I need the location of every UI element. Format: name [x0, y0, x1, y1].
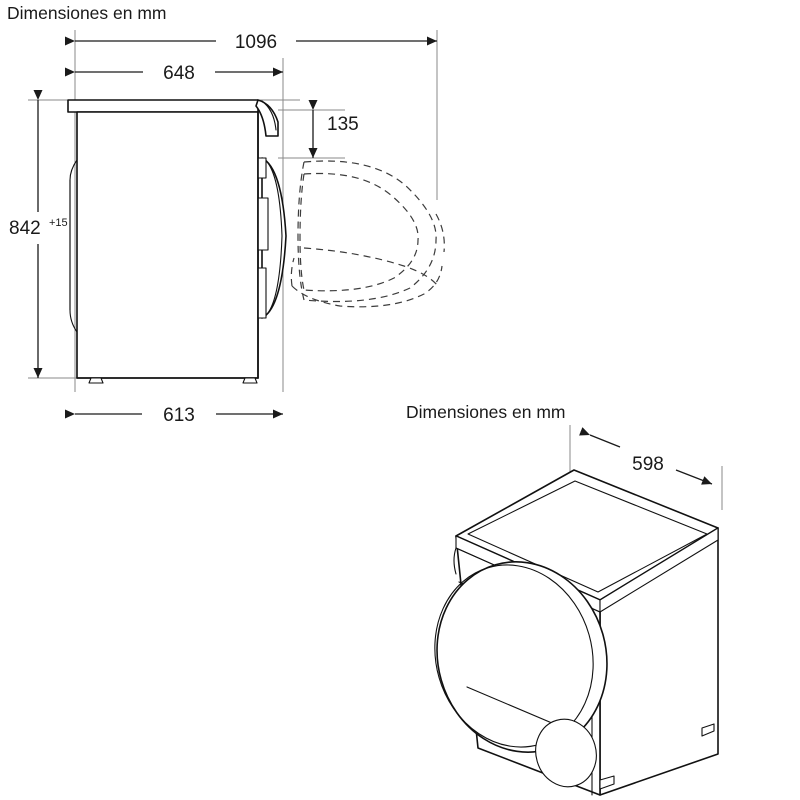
- side-cabinet-body: [76, 111, 259, 379]
- iso-worktop-lip-right: [599, 527, 719, 613]
- dimension-842: 842 +15: [9, 90, 68, 378]
- door-swing-envelope: [290, 160, 445, 308]
- side-door-hinge-top: [257, 157, 267, 179]
- door-swing-lower-tip: [290, 257, 295, 287]
- side-control-panel: [255, 99, 279, 137]
- side-door-latch: [257, 197, 269, 251]
- dimension-598-label: 598: [632, 454, 664, 475]
- iso-foot-rear-right: [701, 723, 715, 737]
- iso-control-panel-left-round: [453, 547, 457, 575]
- side-view-caption: Dimensiones en mm: [7, 3, 167, 23]
- dimension-1096-label: 1096: [235, 32, 277, 53]
- dimension-613: 613: [65, 405, 283, 426]
- side-door-inner-curve: [267, 162, 283, 314]
- dimension-1096: 1096: [65, 32, 437, 53]
- door-swing-inner-upper: [303, 172, 419, 292]
- side-foot-rear: [88, 377, 104, 384]
- side-door-hinge-bottom: [257, 267, 267, 319]
- door-swing-hinge-edge-inner: [299, 173, 305, 291]
- dimension-842-tolerance: +15: [49, 217, 68, 229]
- iso-view-appliance: [434, 469, 719, 796]
- side-foot-front: [242, 377, 258, 384]
- door-swing-outer-upper: [303, 160, 437, 303]
- dimension-842-label: 842: [9, 218, 41, 239]
- iso-foot-front: [599, 775, 615, 790]
- iso-view-caption: Dimensiones en mm: [406, 402, 566, 422]
- side-control-panel-crease: [261, 100, 277, 131]
- side-worktop: [67, 99, 259, 113]
- iso-lint-filter-cap: [535, 718, 597, 788]
- door-swing-hinge-edge-outer: [297, 161, 305, 301]
- iso-worktop-inner: [467, 480, 708, 593]
- door-swing-right-edge: [435, 213, 445, 253]
- dimension-648: 648: [65, 63, 283, 84]
- dimension-648-label: 648: [163, 63, 195, 84]
- side-view-appliance: [67, 99, 287, 384]
- door-swing-lower-fold: [303, 247, 439, 287]
- door-swing-lower-arc: [291, 265, 443, 308]
- dimension-135-label: 135: [327, 114, 359, 135]
- dimension-135: 135: [308, 100, 359, 158]
- dimension-613-label: 613: [163, 405, 195, 426]
